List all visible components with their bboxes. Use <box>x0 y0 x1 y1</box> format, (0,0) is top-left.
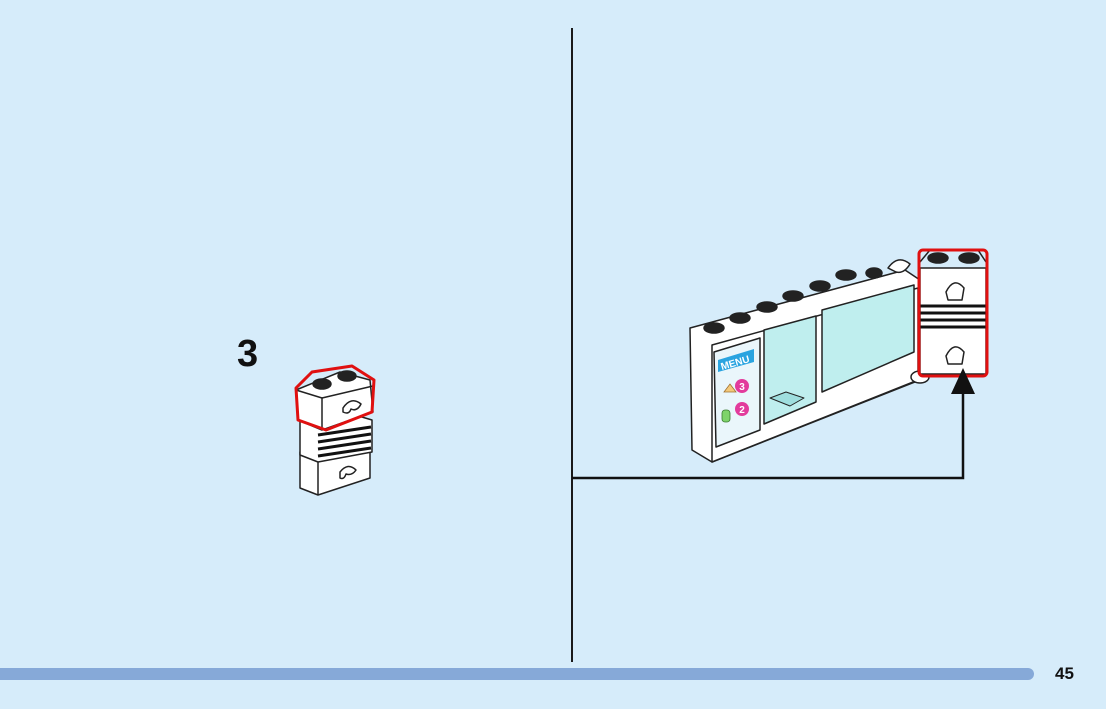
assembly-arrow-icon <box>572 368 975 480</box>
highlight-outline-left <box>294 364 376 432</box>
window-assembly <box>689 259 930 463</box>
bottom-bar <box>0 668 1034 680</box>
menu-price-2: 2 <box>739 405 745 416</box>
highlight-outline-right <box>917 248 989 378</box>
brick-stack-right <box>919 249 987 375</box>
menu-price-1: 3 <box>739 382 745 393</box>
brick-stack-left <box>295 370 374 496</box>
page-number: 45 <box>1055 664 1074 683</box>
panel-divider <box>571 28 573 662</box>
step-number: 3 <box>237 333 259 375</box>
